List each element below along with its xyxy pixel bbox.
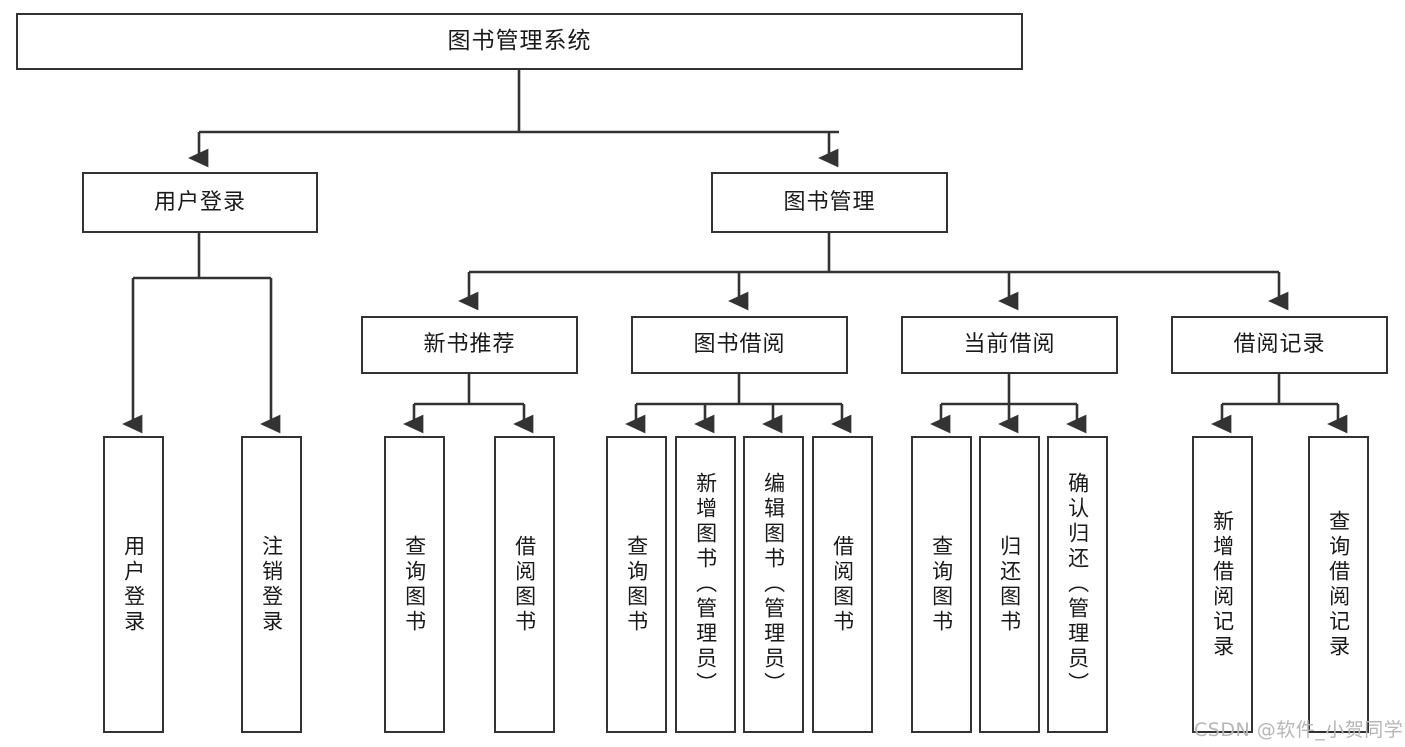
node-label: 当前借阅 <box>963 332 1056 358</box>
node-label: 归还图书 <box>997 534 1022 635</box>
node-leaf-borrow-book-1[interactable]: 借阅图书 <box>494 436 555 733</box>
node-label: 新增图书（管理员） <box>693 472 718 697</box>
node-leaf-add-book[interactable]: 新增图书（管理员） <box>675 436 736 733</box>
node-borrow-record[interactable]: 借阅记录 <box>1171 316 1388 374</box>
node-label: 确认归还（管理员） <box>1065 472 1090 697</box>
node-leaf-query-record[interactable]: 查询借阅记录 <box>1308 436 1369 733</box>
node-leaf-return-book[interactable]: 归还图书 <box>979 436 1040 733</box>
node-label: 查询图书 <box>929 534 954 635</box>
node-label: 图书管理 <box>783 189 876 215</box>
node-label: 新书推荐 <box>423 332 516 358</box>
node-label: 查询图书 <box>624 534 649 635</box>
node-leaf-confirm-return[interactable]: 确认归还（管理员） <box>1047 436 1108 733</box>
node-root-book-management-system[interactable]: 图书管理系统 <box>16 13 1023 70</box>
node-label: 编辑图书（管理员） <box>761 472 786 697</box>
node-leaf-query-book-3[interactable]: 查询图书 <box>911 436 972 733</box>
node-label: 用户登录 <box>153 189 246 215</box>
node-current-borrow[interactable]: 当前借阅 <box>901 316 1118 374</box>
node-label: 注销登录 <box>259 534 284 635</box>
node-user-login[interactable]: 用户登录 <box>82 172 318 233</box>
node-leaf-query-book-1[interactable]: 查询图书 <box>384 436 445 733</box>
node-label: 用户登录 <box>121 534 146 635</box>
node-leaf-edit-book[interactable]: 编辑图书（管理员） <box>743 436 804 733</box>
node-label: 借阅记录 <box>1233 332 1326 358</box>
node-leaf-borrow-book-2[interactable]: 借阅图书 <box>812 436 873 733</box>
node-new-book-recommend[interactable]: 新书推荐 <box>361 316 578 374</box>
node-leaf-add-record[interactable]: 新增借阅记录 <box>1192 436 1253 733</box>
node-book-management[interactable]: 图书管理 <box>711 172 948 233</box>
node-label: 查询图书 <box>402 534 427 635</box>
node-book-borrow[interactable]: 图书借阅 <box>631 316 848 374</box>
node-label: 借阅图书 <box>512 534 537 635</box>
node-leaf-user-login[interactable]: 用户登录 <box>103 436 164 733</box>
node-leaf-logout-login[interactable]: 注销登录 <box>241 436 302 733</box>
node-label: 借阅图书 <box>830 534 855 635</box>
node-label: 查询借阅记录 <box>1326 509 1351 660</box>
node-leaf-query-book-2[interactable]: 查询图书 <box>606 436 667 733</box>
node-label: 新增借阅记录 <box>1210 509 1235 660</box>
csdn-watermark: CSDN @软件_小贺同学 <box>1194 719 1404 741</box>
node-label: 图书借阅 <box>693 332 786 358</box>
node-label: 图书管理系统 <box>447 28 592 55</box>
